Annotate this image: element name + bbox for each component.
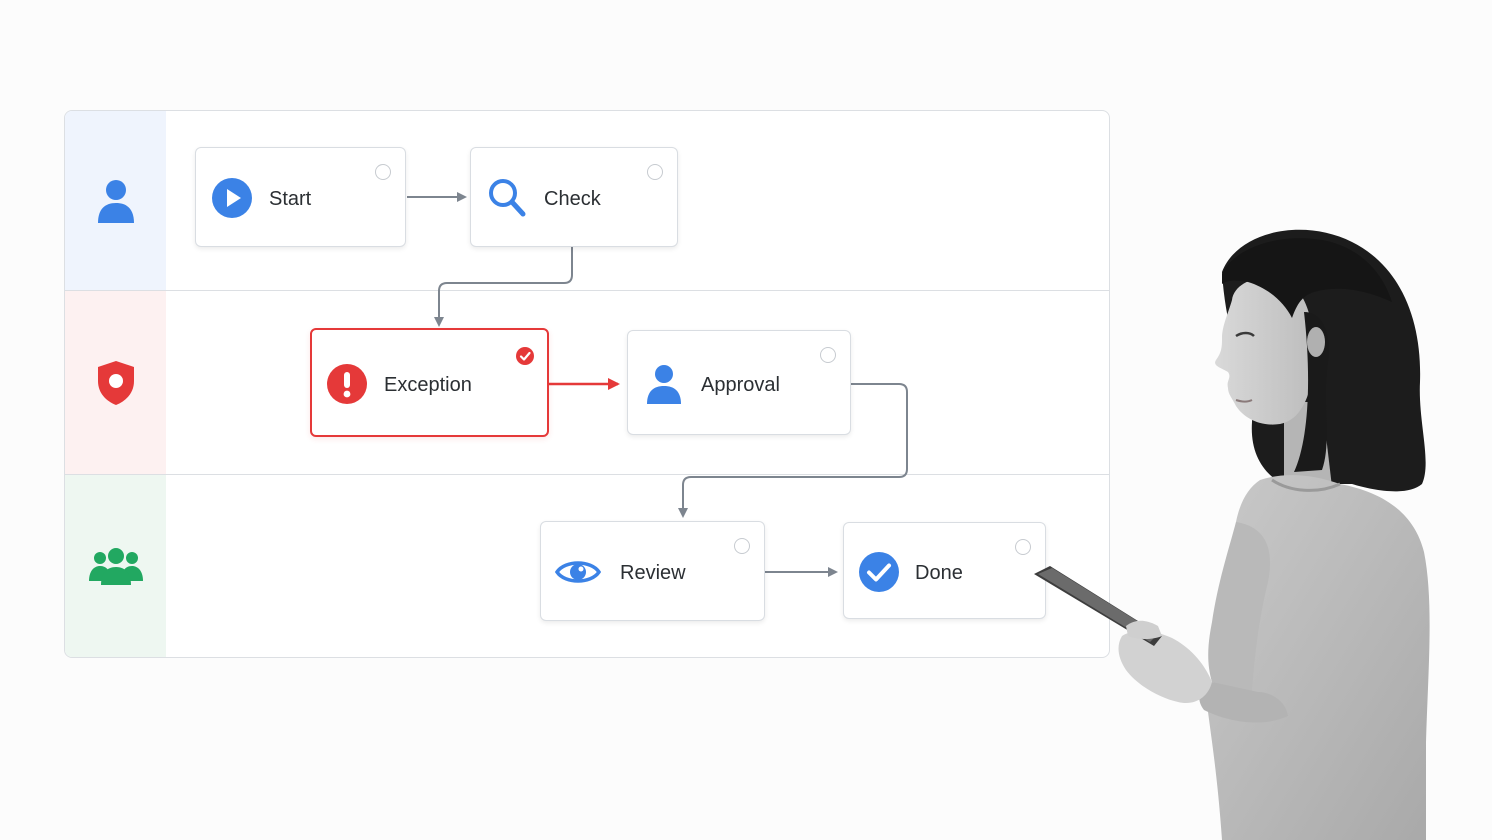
play-icon	[212, 178, 252, 218]
status-radio-approval[interactable]	[820, 347, 836, 363]
lane-header-user	[65, 111, 166, 290]
group-icon	[88, 548, 143, 585]
node-label-done: Done	[915, 562, 963, 584]
swimlane-diagram: Start Check Exception Approval	[64, 110, 1110, 658]
checkmark-icon	[859, 552, 899, 592]
eye-icon	[555, 561, 601, 583]
woman-with-tablet-photo	[1034, 229, 1430, 840]
alert-icon	[327, 364, 367, 404]
node-label-exception: Exception	[384, 374, 472, 396]
connector-check-exception	[434, 247, 573, 327]
person-icon	[647, 365, 681, 404]
node-label-check: Check	[544, 188, 601, 210]
status-check-exception[interactable]	[516, 347, 534, 365]
node-label-review: Review	[620, 562, 686, 584]
node-check[interactable]: Check	[470, 147, 678, 247]
lane-team	[65, 475, 1109, 657]
node-review[interactable]: Review	[540, 521, 765, 621]
checkmark-icon	[519, 351, 531, 361]
connector-approval-review	[678, 383, 908, 518]
lane-user	[65, 111, 1109, 291]
person-icon	[97, 179, 134, 223]
node-start[interactable]: Start	[195, 147, 406, 247]
status-radio-done[interactable]	[1015, 539, 1031, 555]
node-done[interactable]: Done	[843, 522, 1046, 619]
node-label-approval: Approval	[701, 374, 780, 396]
status-radio-check[interactable]	[647, 164, 663, 180]
lane-security	[65, 291, 1109, 475]
shield-icon	[97, 360, 134, 405]
status-radio-start[interactable]	[375, 164, 391, 180]
search-icon	[489, 179, 526, 217]
node-exception[interactable]: Exception	[310, 328, 549, 437]
lane-header-security	[65, 291, 166, 474]
connector-layer	[407, 192, 908, 577]
status-radio-review[interactable]	[734, 538, 750, 554]
lane-header-team	[65, 475, 166, 657]
node-approval[interactable]: Approval	[627, 330, 851, 435]
node-label-start: Start	[269, 188, 312, 210]
